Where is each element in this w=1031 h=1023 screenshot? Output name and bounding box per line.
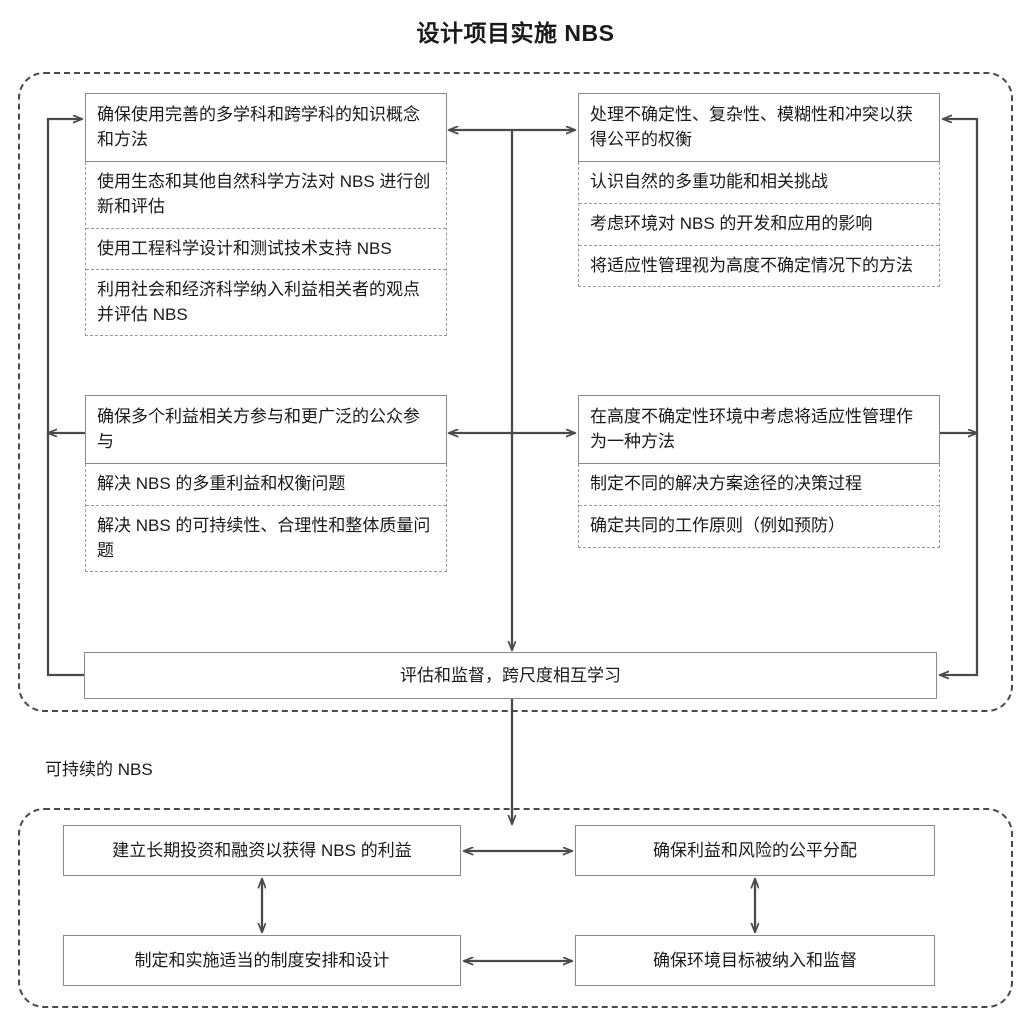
box-institutions: 制定和实施适当的制度安排和设计 — [63, 935, 461, 986]
group-stakeholders-list: 解决 NBS 的多重利益和权衡问题 解决 NBS 的可持续性、合理性和整体质量问… — [85, 464, 447, 573]
list-item: 使用工程科学设计和测试技术支持 NBS — [86, 227, 446, 270]
sustainable-section-label: 可持续的 NBS — [45, 760, 153, 779]
list-item: 解决 NBS 的多重利益和权衡问题 — [97, 474, 346, 494]
list-item: 利用社会和经济科学纳入利益相关者的观点并评估 NBS — [86, 269, 446, 335]
group-tradeoffs: 处理不确定性、复杂性、模糊性和冲突以获得公平的权衡 认识自然的多重功能和相关挑战… — [578, 93, 940, 288]
box-monitoring: 确保环境目标被纳入和监督 — [575, 935, 935, 986]
group-stakeholders: 确保多个利益相关方参与和更广泛的公众参与 解决 NBS 的多重利益和权衡问题 解… — [85, 395, 447, 573]
group-adaptive-list: 制定不同的解决方案途径的决策过程 确定共同的工作原则（例如预防） — [578, 464, 940, 548]
group-adaptive-header: 在高度不确定性环境中考虑将适应性管理作为一种方法 — [578, 395, 940, 465]
page-title: 设计项目实施 NBS — [416, 20, 615, 46]
list-item: 将适应性管理视为高度不确定情况下的方法 — [579, 244, 939, 287]
list-item: 使用生态和其他自然科学方法对 NBS 进行创新和评估 — [97, 172, 431, 216]
list-item: 解决 NBS 的可持续性、合理性和整体质量问题 — [86, 504, 446, 571]
design-section-container — [18, 72, 1013, 712]
group-adaptive: 在高度不确定性环境中考虑将适应性管理作为一种方法 制定不同的解决方案途径的决策过… — [578, 395, 940, 548]
assessment-bar: 评估和监督，跨尺度相互学习 — [84, 652, 937, 699]
sustainable-section-container — [18, 808, 1013, 1008]
group-tradeoffs-list: 认识自然的多重功能和相关挑战 考虑环境对 NBS 的开发和应用的影响 将适应性管… — [578, 162, 940, 288]
group-knowledge: 确保使用完善的多学科和跨学科的知识概念和方法 使用生态和其他自然科学方法对 NB… — [85, 93, 447, 337]
box-equity: 确保利益和风险的公平分配 — [575, 825, 935, 876]
list-item: 认识自然的多重功能和相关挑战 — [590, 172, 828, 192]
group-knowledge-header: 确保使用完善的多学科和跨学科的知识概念和方法 — [85, 93, 447, 163]
group-stakeholders-header: 确保多个利益相关方参与和更广泛的公众参与 — [85, 395, 447, 465]
group-knowledge-list: 使用生态和其他自然科学方法对 NBS 进行创新和评估 使用工程科学设计和测试技术… — [85, 162, 447, 337]
box-finance: 建立长期投资和融资以获得 NBS 的利益 — [63, 825, 461, 876]
group-tradeoffs-header: 处理不确定性、复杂性、模糊性和冲突以获得公平的权衡 — [578, 93, 940, 163]
list-item: 制定不同的解决方案途径的决策过程 — [590, 474, 862, 494]
list-item: 考虑环境对 NBS 的开发和应用的影响 — [579, 202, 939, 245]
list-item: 确定共同的工作原则（例如预防） — [579, 504, 939, 547]
